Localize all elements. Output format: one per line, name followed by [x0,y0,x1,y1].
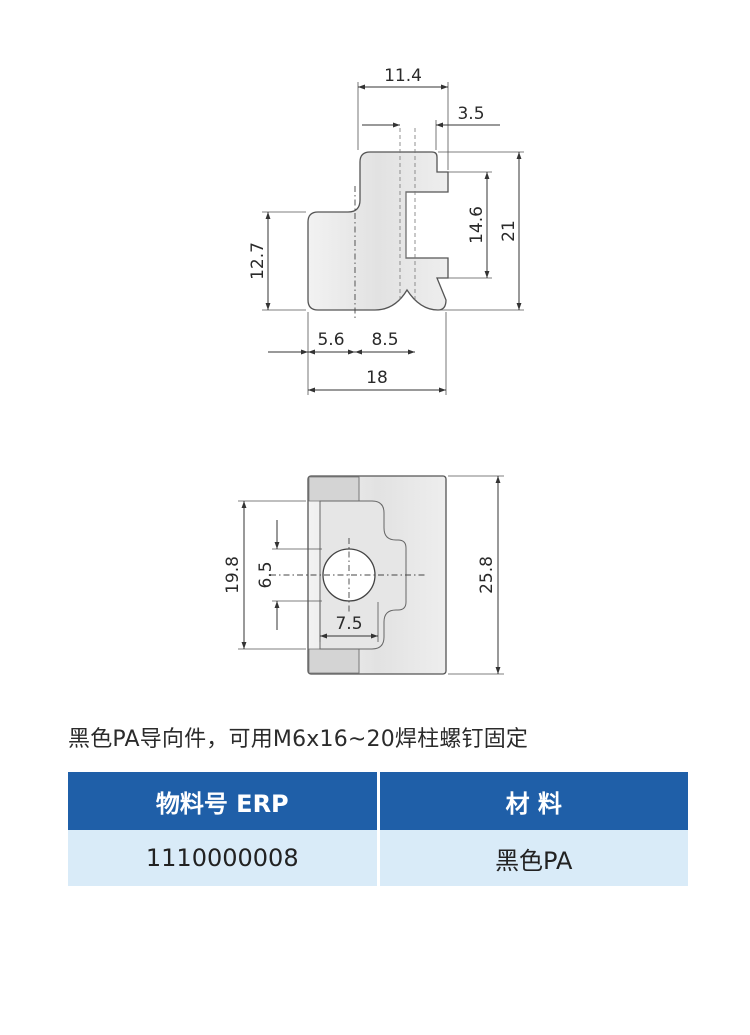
product-caption: 黑色PA导向件，可用M6x16~20焊柱螺钉固定 [68,727,529,752]
side-view: 11.4 3.5 21 14.6 12.7 5.6 8.5 18 [248,66,524,395]
dim-slot-width: 3.5 [457,104,484,124]
dim-slot-height: 14.6 [467,206,487,244]
cell-erp-number: 1110000008 [68,830,378,886]
table-row: 1110000008 黑色PA [68,830,688,886]
top-view: 19.8 6.5 7.5 25.8 [223,475,504,675]
top-view-rail-top [308,476,360,502]
header-erp: 物料号 ERP [68,772,378,830]
dim-total-height-top: 25.8 [477,556,497,594]
cell-material: 黑色PA [376,830,688,886]
dim-left-height: 12.7 [248,242,268,280]
spec-table-header-row: 物料号 ERP 材 料 [68,772,688,830]
side-view-part-outline [307,151,449,311]
technical-drawing: 11.4 3.5 21 14.6 12.7 5.6 8.5 18 [223,66,524,675]
dim-hole-diameter: 6.5 [256,561,276,588]
top-view-rail-bottom [308,648,360,674]
dim-inner-height: 19.8 [223,556,243,594]
dim-top-width: 11.4 [384,66,422,86]
spec-table: 物料号 ERP 材 料 1110000008 黑色PA [68,772,688,886]
header-material: 材 料 [376,772,688,830]
dim-hole-offset: 7.5 [335,614,362,634]
dim-left-step: 5.6 [317,330,344,350]
dim-mid-step: 8.5 [371,330,398,350]
dim-total-width: 18 [366,368,388,388]
dim-total-height: 21 [499,220,519,242]
